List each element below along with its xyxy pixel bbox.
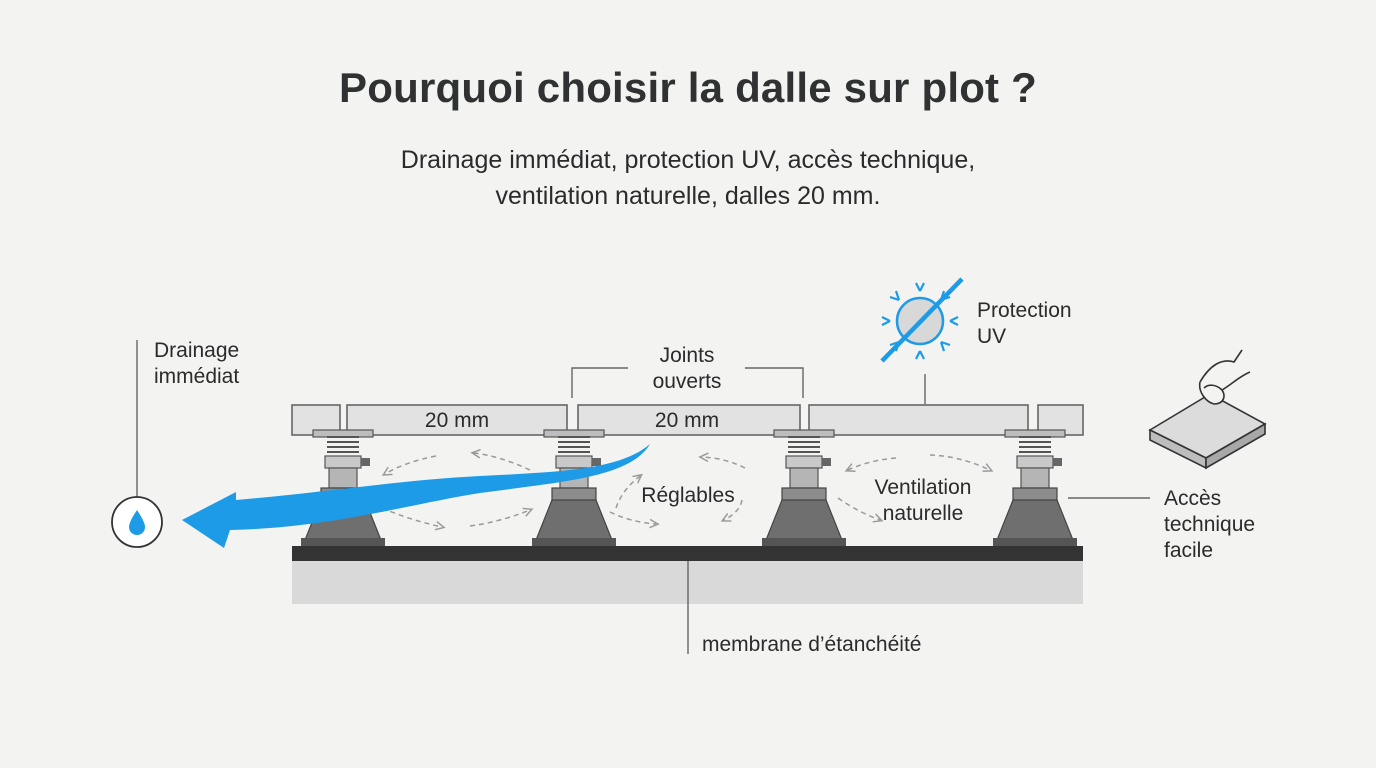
reglables-label: Réglables: [641, 484, 735, 507]
ventilation-label: Ventilation naturelle: [874, 476, 972, 525]
sun-crossed-icon: [880, 277, 964, 363]
pedestal-4: [993, 429, 1077, 546]
water-drop-icon: [111, 496, 163, 548]
pedestal-3: [762, 429, 846, 546]
waterproof-membrane: [292, 546, 1083, 561]
slab-3: [577, 404, 801, 436]
drainage-label: Drainage immédiat: [154, 339, 240, 388]
joints-label: Joints ouverts: [652, 344, 722, 393]
subtitle-line-2: ventilation naturelle, dalles 20 mm.: [495, 182, 881, 210]
joints-bracket: [571, 367, 804, 398]
protection-uv-label: Protection UV: [977, 299, 1072, 348]
slab-thickness-2: 20 mm: [654, 409, 720, 432]
subtitle-line-1: Drainage immédiat, protection UV, accès …: [400, 146, 976, 174]
ventilation-arrows: [381, 453, 990, 527]
page-title: Pourquoi choisir la dalle sur plot ?: [339, 64, 1037, 111]
slabs: [291, 404, 1084, 436]
slab-2: [346, 404, 568, 436]
drainage-flow-arrow: [182, 444, 650, 548]
acces-technique-label: Accès technique facile: [1164, 487, 1256, 562]
slab-thickness-1: 20 mm: [424, 409, 490, 432]
membrane-label: membrane d’étanchéité: [702, 633, 922, 656]
page-subtitle: Drainage immédiat, protection UV, accès …: [0, 142, 1376, 214]
pedestal-2: [532, 429, 616, 546]
slab-4: [808, 404, 1029, 436]
hand-lifting-slab-icon: [1148, 349, 1267, 470]
